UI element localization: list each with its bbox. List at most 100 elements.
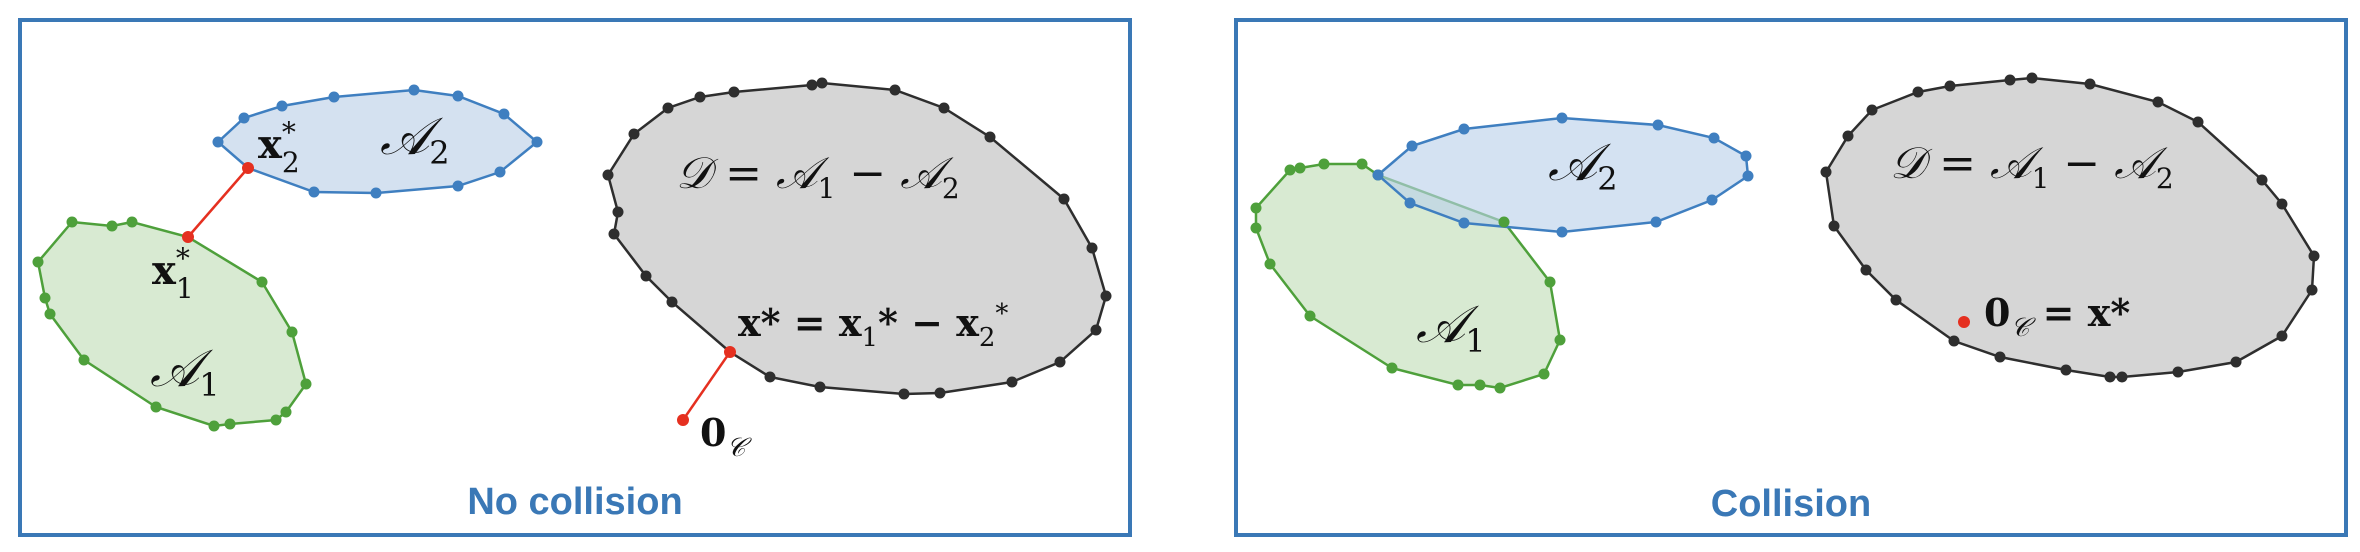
caption-collision: Collision — [1711, 483, 1871, 525]
vertex-dot — [408, 84, 420, 96]
vertex-dot — [1406, 140, 1418, 152]
vertex-dot — [498, 108, 510, 120]
vertex-dot — [2306, 284, 2318, 296]
vertex-dot — [1544, 276, 1556, 288]
caption-no-collision: No collision — [467, 481, 682, 523]
vertex-dot — [1994, 351, 2006, 363]
label-x-star-equation: x* = x1* − x2* — [738, 299, 1008, 353]
vertex-dot — [1006, 376, 1018, 388]
origin-to-x-star-segment — [681, 351, 732, 421]
vertex-dot — [2152, 96, 2164, 108]
vertex-dot — [1054, 356, 1066, 368]
vertex-dot — [256, 276, 268, 288]
vertex-dot — [1458, 123, 1470, 135]
set-d-polygon — [1824, 76, 2316, 379]
vertex-dot — [1304, 310, 1316, 322]
vertex-dot — [2004, 74, 2016, 86]
vertex-dot — [452, 180, 464, 192]
vertex-dot — [640, 270, 652, 282]
vertex-dot — [666, 296, 678, 308]
panel-frame — [1234, 18, 2348, 537]
point-x-star — [724, 346, 736, 358]
vertex-dot — [370, 187, 382, 199]
vertex-dot — [1706, 194, 1718, 206]
vertex-dot — [2308, 250, 2320, 262]
vertex-dot — [1944, 80, 1956, 92]
vertex-dot — [1652, 119, 1664, 131]
vertex-dot — [612, 206, 624, 218]
label-origin: 0𝒞 — [700, 410, 752, 463]
vertex-dot — [1474, 379, 1486, 391]
vertex-dot — [66, 216, 78, 228]
vertex-dot — [764, 371, 776, 383]
vertex-dot — [1842, 130, 1854, 142]
vertex-dot — [212, 136, 224, 148]
vertex-dot — [1452, 379, 1464, 391]
vertex-dot — [1860, 264, 1872, 276]
vertex-dot — [1284, 164, 1296, 176]
vertex-dot — [126, 216, 138, 228]
vertex-dot — [608, 228, 620, 240]
vertex-dot — [1556, 112, 1568, 124]
vertex-dot — [1708, 132, 1720, 144]
set-a2-polygon — [1376, 116, 1750, 234]
vertex-dot — [1890, 294, 1902, 306]
vertex-dot — [2060, 364, 2072, 376]
vertex-dots — [1250, 72, 2320, 394]
vertex-dot — [1820, 166, 1832, 178]
vertex-dot — [32, 256, 44, 268]
vertex-dot — [2116, 371, 2128, 383]
vertex-dot — [2256, 174, 2268, 186]
vertex-dot — [889, 84, 901, 96]
vertex-dot — [806, 79, 818, 91]
vertex-dot — [1556, 226, 1568, 238]
vertex-dot — [1458, 217, 1470, 229]
vertex-dot — [1740, 150, 1752, 162]
vertex-dot — [2276, 198, 2288, 210]
vertex-dot — [1318, 158, 1330, 170]
vertex-dot — [2104, 371, 2116, 383]
label-d-equation: 𝒟 = 𝒜1 − 𝒜2 — [1890, 138, 2174, 195]
vertex-dot — [44, 308, 56, 320]
vertex-dot — [1294, 162, 1306, 174]
vertex-dot — [628, 128, 640, 140]
vertex-dot — [602, 169, 614, 181]
vertex-dot — [328, 91, 340, 103]
vertex-dot — [1498, 216, 1510, 228]
vertex-dot — [1828, 220, 1840, 232]
vertex-dot — [270, 414, 282, 426]
vertex-dot — [2084, 78, 2096, 90]
vertex-dot — [286, 326, 298, 338]
vertex-dot — [898, 388, 910, 400]
vertex-dot — [1554, 334, 1566, 346]
vertex-dot — [308, 186, 320, 198]
label-x1-star: x*1 — [152, 242, 194, 305]
vertex-dot — [208, 420, 220, 432]
vertex-dot — [150, 401, 162, 413]
vertex-dot — [276, 100, 288, 112]
vertex-dot — [2172, 366, 2184, 378]
vertex-dot — [816, 77, 828, 89]
point-x2-star — [242, 162, 254, 174]
origin-point — [677, 414, 689, 426]
vertex-dot — [1494, 382, 1506, 394]
vertex-dot — [1372, 169, 1384, 181]
vertex-dot — [1250, 222, 1262, 234]
vertex-dot — [728, 86, 740, 98]
vertex-dot — [2276, 330, 2288, 342]
vertex-dot — [1538, 368, 1550, 380]
vertex-dot — [2192, 116, 2204, 128]
vertex-dot — [300, 378, 312, 390]
vertex-dot — [984, 131, 996, 143]
vertex-dot — [1650, 216, 1662, 228]
vertex-dot — [1086, 242, 1098, 254]
vertex-dot — [1058, 193, 1070, 205]
vertex-dot — [1100, 290, 1112, 302]
vertex-dot — [238, 112, 250, 124]
vertex-dot — [1742, 170, 1754, 182]
vertex-dot — [106, 220, 118, 232]
vertex-dot — [662, 102, 674, 114]
vertex-dot — [814, 381, 826, 393]
vertex-dot — [1912, 86, 1924, 98]
vertex-dot — [1356, 158, 1368, 170]
